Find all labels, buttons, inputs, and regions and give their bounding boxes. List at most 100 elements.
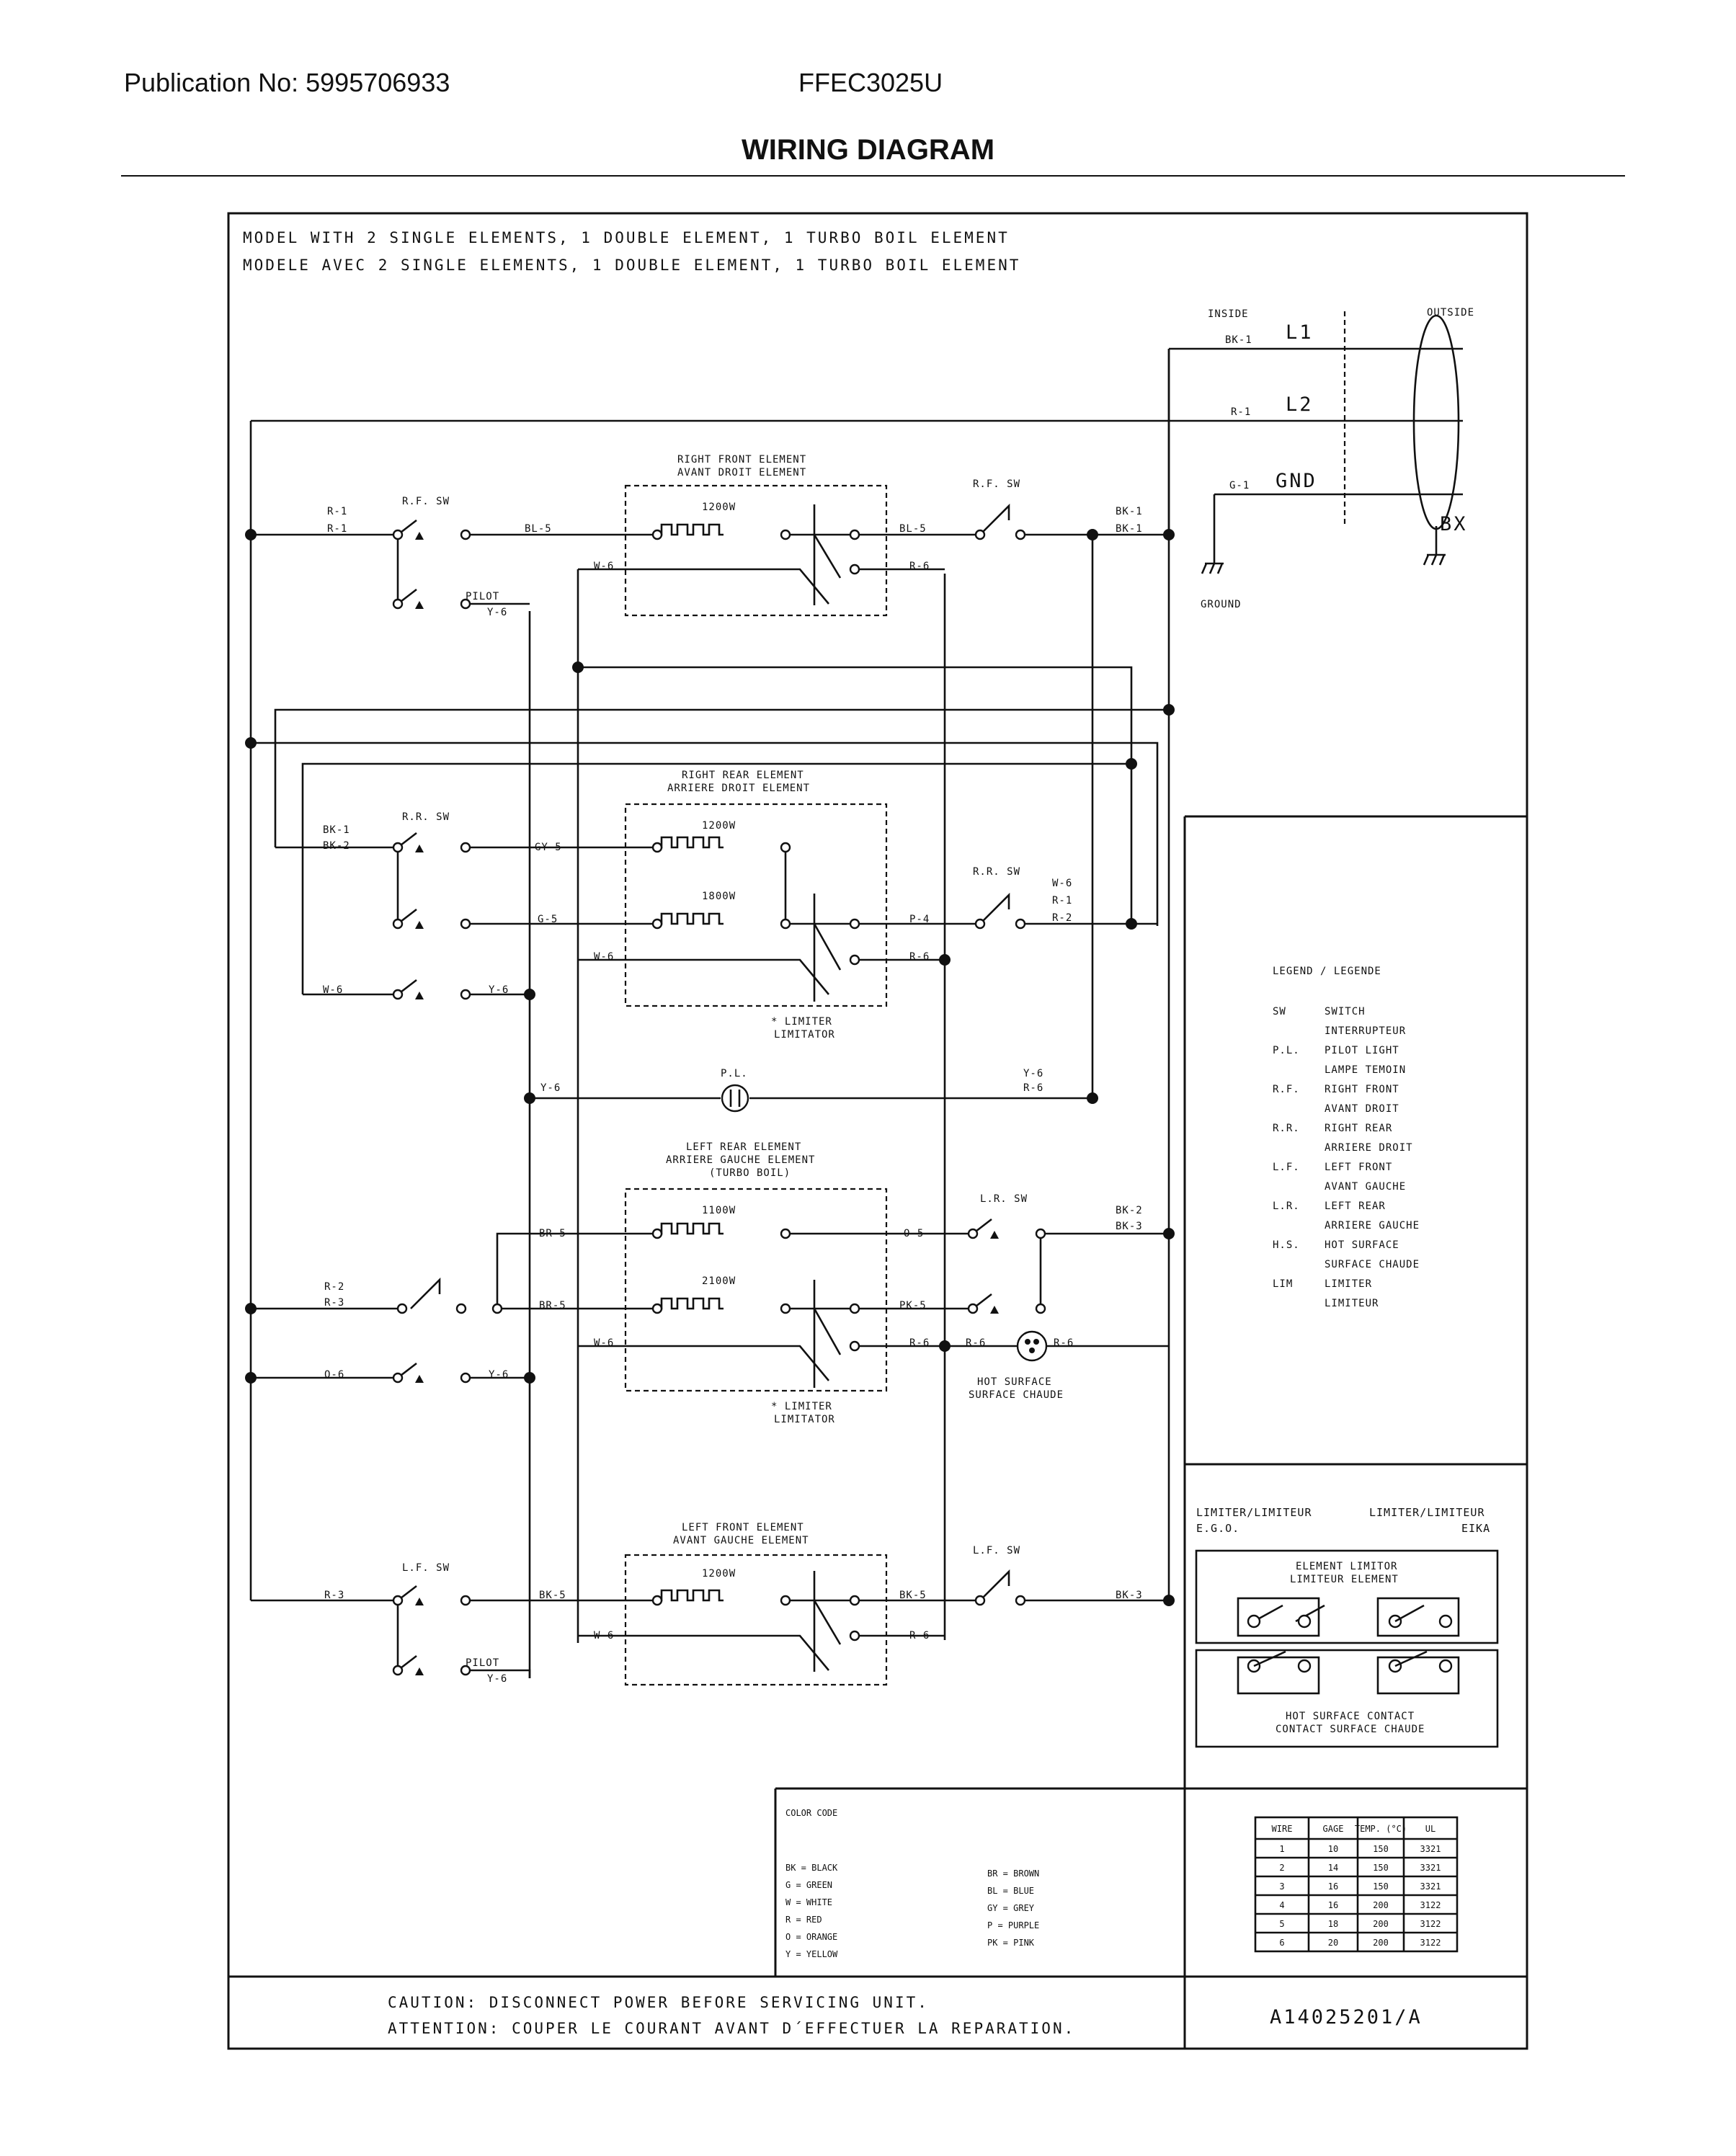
rf-left-wire-1: R-1 [327,506,347,517]
legend-fr: SURFACE CHAUDE [1325,1259,1420,1270]
lf-pilot-wire: Y-6 [487,1673,507,1685]
lf-out-wire: BK-5 [899,1590,927,1601]
diagram-frame [227,212,1528,2050]
table-cell: 14 [1328,1863,1338,1873]
ground-symbol [1201,562,1224,574]
left-front-section: LEFT FRONT ELEMENT AVANT GAUCHE ELEMENT … [251,1522,1175,1686]
rr-out-wire: P-4 [909,914,930,925]
table-cell: 2 [1279,1863,1284,1873]
table-cell: 16 [1328,1881,1338,1892]
lr-feed-wire-2: BR-5 [539,1300,566,1311]
legend-en: PILOT LIGHT [1325,1045,1399,1056]
rf-title: RIGHT FRONT ELEMENT [677,454,806,466]
pilot-light-label: P.L. [721,1068,748,1079]
lr-right-wire-2: BK-3 [1116,1221,1143,1232]
rf-feed-wire: BL-5 [525,523,552,535]
l2-label: L2 [1286,393,1314,416]
table-cell: 150 [1373,1844,1389,1854]
rf-pilot-label: PILOT [466,591,499,602]
model-line-2: MODELE AVEC 2 SINGLE ELEMENTS, 1 DOUBLE … [243,257,1020,274]
lf-title: LEFT FRONT ELEMENT [682,1522,804,1533]
rf-wattage: 1200W [702,502,736,513]
ego-label: LIMITER/LIMITEUR [1196,1506,1312,1519]
l1-wire-label: BK-1 [1225,334,1252,346]
lr-title: LEFT REAR ELEMENT [686,1141,801,1153]
table-cell: 3122 [1420,1919,1441,1929]
lr-s-right-wire: Y-6 [489,1369,509,1381]
rr-wattage-1: 1200W [702,820,736,832]
ground-label: GROUND [1201,599,1242,610]
legend-title: LEGEND / LEGENDE [1273,966,1381,977]
table-cell: 3 [1279,1881,1284,1892]
rf-pilot-wire: Y-6 [487,607,507,618]
lf-left-wire: R-3 [324,1590,344,1601]
rr-right-wire-1: W-6 [1052,878,1072,889]
table-cell: 10 [1328,1844,1338,1854]
ego-brand: E.G.O. [1196,1522,1239,1535]
lr-out-wire-2: PK-5 [899,1300,927,1311]
gage-header: GAGE [1323,1824,1344,1834]
header-rule [121,175,1625,177]
lr-hs-right-wire: R-6 [1054,1337,1074,1349]
legend-fr: ARRIERE GAUCHE [1325,1220,1420,1231]
table-cell: 3122 [1420,1938,1441,1948]
right-front-section: RIGHT FRONT ELEMENT AVANT DROIT ELEMENT … [245,454,1175,618]
hs-contact-label-fr: CONTACT SURFACE CHAUDE [1276,1724,1425,1735]
lr-left-wire-1: R-2 [324,1281,344,1293]
table-cell: 5 [1279,1919,1284,1929]
legend-fr: AVANT DROIT [1325,1103,1399,1115]
legend-fr: ARRIERE DROIT [1325,1142,1413,1154]
rf-right-wire-2: BK-1 [1116,523,1143,535]
lf-title-fr: AVANT GAUCHE ELEMENT [673,1535,809,1546]
eika-brand: EIKA [1461,1522,1490,1535]
part-number: A14025201/A [1270,2006,1423,2028]
table-cell: 6 [1279,1938,1284,1948]
color-code-item: W = WHITE [785,1897,832,1907]
color-code-item: BK = BLACK [785,1863,838,1873]
rr-wattage-2: 1800W [702,891,736,902]
lr-right-wire-1: BK-2 [1116,1205,1143,1216]
model-line-1: MODEL WITH 2 SINGLE ELEMENTS, 1 DOUBLE E… [243,229,1010,246]
lf-pilot-label: PILOT [466,1657,499,1669]
cable-ellipse [1412,314,1460,530]
wire-header: WIRE [1272,1824,1293,1834]
legend-en: SWITCH [1325,1006,1366,1017]
table-cell: 20 [1328,1938,1338,1948]
legend-en: RIGHT REAR [1325,1123,1392,1134]
rf-out-switch-label: R.F. SW [973,478,1020,490]
legend-key: R.F. [1273,1084,1300,1095]
wire-table: WIRE GAGE TEMP. (°C) UL 1 10 150 3321 2 … [1254,1816,1459,1953]
color-code-item: O = ORANGE [785,1932,837,1942]
lr-wattage-1: 1100W [702,1205,736,1216]
inside-label: INSIDE [1208,308,1249,320]
rr-title-fr: ARRIERE DROIT ELEMENT [667,783,810,794]
pilot-light-icon [721,1084,749,1113]
lf-switch-label: L.F. SW [402,1562,450,1574]
rr-limiter: * LIMITER [771,1016,832,1028]
lr-limiter: * LIMITER [771,1401,832,1412]
pilot-left-wire: Y-6 [540,1082,561,1094]
left-rear-section: LEFT REAR ELEMENT ARRIERE GAUCHE ELEMENT… [245,1141,1175,1425]
rr-out-switch-label: R.R. SW [973,866,1020,878]
element-limitor-label-fr: LIMITEUR ELEMENT [1290,1574,1399,1585]
rr-s-left-wire: W-6 [323,984,343,996]
caution-text: CAUTION: DISCONNECT POWER BEFORE SERVICI… [388,1994,929,2011]
publication-number: Publication No: 5995706933 [124,68,450,97]
lr-element-box [624,1188,888,1392]
rr-s-right-wire: Y-6 [489,984,509,996]
pilot-right-wire-2: R-6 [1023,1082,1043,1094]
color-code-item: Y = YELLOW [785,1949,838,1959]
legend-en: LIMITER [1325,1278,1372,1290]
lr-left-wire-2: R-3 [324,1297,344,1309]
color-code: COLOR CODE BK = BLACK G = GREEN W = WHIT… [785,1808,1039,1959]
rr-switch-label: R.R. SW [402,811,450,823]
color-code-item: P = PURPLE [987,1920,1039,1930]
table-cell: 200 [1373,1919,1389,1929]
color-code-item: BR = BROWN [987,1868,1039,1879]
rf-element-box [624,484,888,617]
supply-block: INSIDE OUTSIDE BK-1 L1 R-1 L2 G-1 GND BX… [251,307,1474,610]
rr-title: RIGHT REAR ELEMENT [682,770,804,781]
rf-switch-label: R.F. SW [402,496,450,507]
legend: LEGEND / LEGENDE SW SWITCH INTERRUPTEUR … [1273,966,1420,1309]
rf-out-wire: BL-5 [899,523,927,535]
